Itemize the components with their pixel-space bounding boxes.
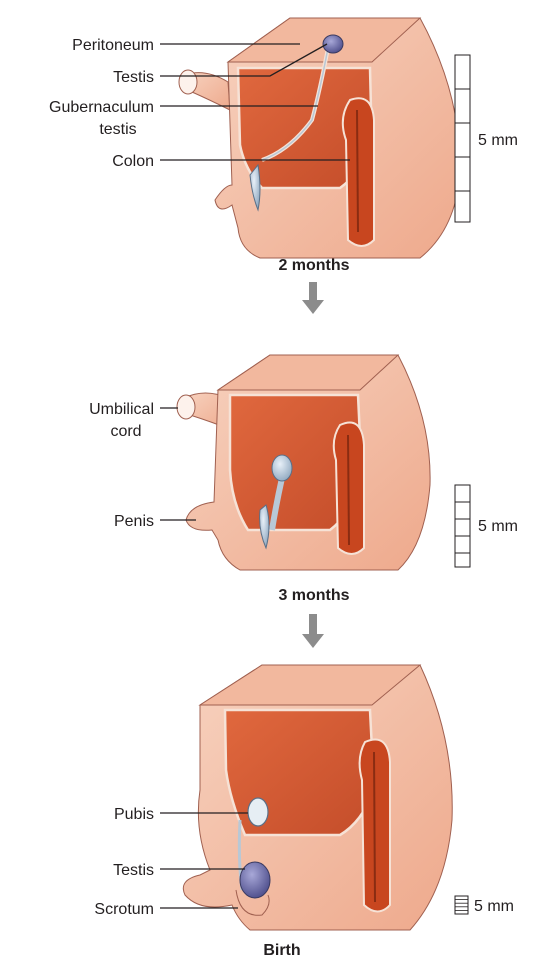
embryo-illustration-3-months [177,355,430,570]
caption-birth: Birth [263,942,300,959]
label-gubernaculum: Gubernaculum [49,99,154,116]
scale-bar-birth [455,896,468,914]
scale-label-2-months: 5 mm [478,132,518,149]
progression-arrow-2 [302,614,324,648]
label-umbilical: Umbilical [89,401,154,418]
label-umbilical-line2: cord [110,423,141,440]
label-peritoneum: Peritoneum [72,37,154,54]
scale-label-3-months: 5 mm [478,518,518,535]
scale-bar-2-months [455,55,470,222]
scale-bar-3-months [455,485,470,567]
stage-3-months: Umbilical cord Penis 5 mm 3 months [89,355,518,604]
caption-2-months: 2 months [278,257,349,274]
label-testis: Testis [113,69,154,86]
progression-arrow-1 [302,282,324,314]
scale-label-birth: 5 mm [474,898,514,915]
label-colon: Colon [112,153,154,170]
stage-birth: Pubis Testis Scrotum 5 mm Birth [94,665,514,959]
embryo-illustration-2-months [179,18,460,258]
embryo-illustration-birth [183,665,452,930]
label-penis: Penis [114,513,154,530]
label-scrotum: Scrotum [94,901,154,918]
label-testis-birth: Testis [113,862,154,879]
label-gubernaculum-line2: testis [99,121,136,138]
label-pubis: Pubis [114,806,154,823]
stage-2-months: Peritoneum Testis Gubernaculum testis Co… [49,18,518,274]
caption-3-months: 3 months [278,587,349,604]
